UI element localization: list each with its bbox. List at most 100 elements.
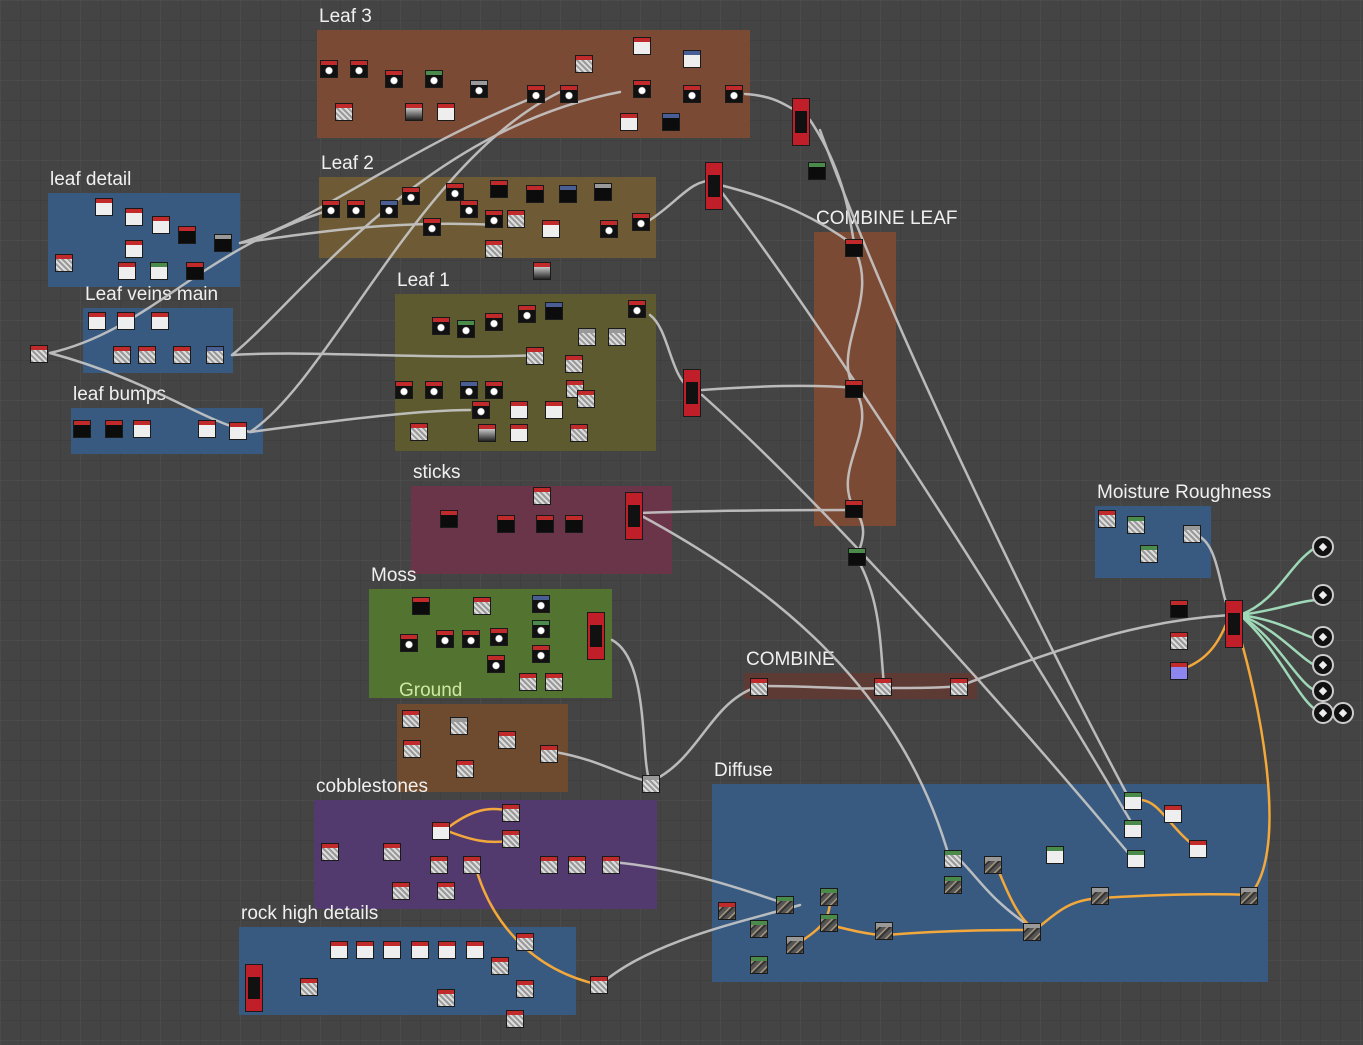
graph-node[interactable] bbox=[229, 422, 247, 440]
graph-node[interactable] bbox=[683, 369, 701, 417]
graph-node[interactable] bbox=[400, 634, 418, 652]
graph-node[interactable] bbox=[1170, 632, 1188, 650]
graph-node[interactable] bbox=[540, 856, 558, 874]
graph-node[interactable] bbox=[984, 856, 1002, 874]
graph-node[interactable] bbox=[1189, 840, 1207, 858]
graph-node[interactable] bbox=[95, 198, 113, 216]
graph-node[interactable] bbox=[117, 312, 135, 330]
graph-node[interactable] bbox=[478, 424, 496, 442]
graph-node[interactable] bbox=[1225, 600, 1243, 648]
output-node-icon[interactable]: ◆ bbox=[1332, 702, 1354, 724]
graph-node[interactable] bbox=[575, 55, 593, 73]
graph-node[interactable] bbox=[436, 630, 454, 648]
graph-node[interactable] bbox=[383, 941, 401, 959]
graph-node[interactable] bbox=[532, 645, 550, 663]
graph-node[interactable] bbox=[463, 856, 481, 874]
graph-node[interactable] bbox=[1170, 662, 1188, 680]
graph-node[interactable] bbox=[491, 957, 509, 975]
graph-node[interactable] bbox=[875, 922, 893, 940]
graph-node[interactable] bbox=[507, 210, 525, 228]
graph-node[interactable] bbox=[518, 305, 536, 323]
frame-cobblestones[interactable]: cobblestones bbox=[314, 776, 657, 909]
graph-node[interactable] bbox=[542, 220, 560, 238]
graph-node[interactable] bbox=[944, 876, 962, 894]
graph-node[interactable] bbox=[533, 262, 551, 280]
graph-node[interactable] bbox=[430, 856, 448, 874]
graph-node[interactable] bbox=[1170, 600, 1188, 618]
graph-node[interactable] bbox=[470, 80, 488, 98]
graph-node[interactable] bbox=[425, 70, 443, 88]
graph-node[interactable] bbox=[683, 85, 701, 103]
graph-node[interactable] bbox=[403, 740, 421, 758]
graph-node[interactable] bbox=[750, 920, 768, 938]
graph-node[interactable] bbox=[510, 424, 528, 442]
output-node-icon[interactable]: ◆ bbox=[1312, 536, 1334, 558]
graph-node[interactable] bbox=[1023, 923, 1041, 941]
frame-ground[interactable]: Ground bbox=[397, 680, 568, 792]
graph-node[interactable] bbox=[944, 850, 962, 868]
graph-node[interactable] bbox=[432, 317, 450, 335]
graph-node[interactable] bbox=[632, 213, 650, 231]
graph-node[interactable] bbox=[587, 612, 605, 660]
graph-node[interactable] bbox=[516, 933, 534, 951]
graph-node[interactable] bbox=[510, 401, 528, 419]
graph-node[interactable] bbox=[565, 355, 583, 373]
graph-node[interactable] bbox=[438, 941, 456, 959]
graph-node[interactable] bbox=[446, 183, 464, 201]
graph-node[interactable] bbox=[559, 185, 577, 203]
graph-node[interactable] bbox=[395, 381, 413, 399]
graph-node[interactable] bbox=[380, 200, 398, 218]
graph-node[interactable] bbox=[356, 941, 374, 959]
graph-node[interactable] bbox=[536, 515, 554, 533]
graph-node[interactable] bbox=[485, 381, 503, 399]
graph-node[interactable] bbox=[560, 85, 578, 103]
graph-node[interactable] bbox=[1127, 516, 1145, 534]
graph-node[interactable] bbox=[73, 420, 91, 438]
graph-node[interactable] bbox=[125, 240, 143, 258]
graph-node[interactable] bbox=[502, 830, 520, 848]
graph-node[interactable] bbox=[125, 208, 143, 226]
graph-node[interactable] bbox=[335, 103, 353, 121]
graph-node[interactable] bbox=[642, 775, 660, 793]
graph-node[interactable] bbox=[322, 200, 340, 218]
graph-node[interactable] bbox=[1127, 850, 1145, 868]
graph-node[interactable] bbox=[1240, 887, 1258, 905]
graph-node[interactable] bbox=[457, 320, 475, 338]
graph-node[interactable] bbox=[432, 822, 450, 840]
graph-node[interactable] bbox=[330, 941, 348, 959]
output-node-icon[interactable]: ◆ bbox=[1312, 584, 1334, 606]
output-node-icon[interactable]: ◆ bbox=[1312, 680, 1334, 702]
graph-node[interactable] bbox=[485, 210, 503, 228]
graph-node[interactable] bbox=[88, 312, 106, 330]
graph-node[interactable] bbox=[1164, 805, 1182, 823]
graph-node[interactable] bbox=[472, 401, 490, 419]
graph-node[interactable] bbox=[173, 346, 191, 364]
graph-node[interactable] bbox=[1091, 887, 1109, 905]
graph-node[interactable] bbox=[705, 162, 723, 210]
graph-node[interactable] bbox=[437, 882, 455, 900]
graph-node[interactable] bbox=[178, 226, 196, 244]
graph-node[interactable] bbox=[750, 678, 768, 696]
graph-node[interactable] bbox=[113, 346, 131, 364]
graph-node[interactable] bbox=[485, 313, 503, 331]
graph-node[interactable] bbox=[845, 239, 863, 257]
graph-node[interactable] bbox=[602, 856, 620, 874]
output-node-icon[interactable]: ◆ bbox=[1312, 702, 1334, 724]
graph-node[interactable] bbox=[1183, 525, 1201, 543]
graph-node[interactable] bbox=[473, 597, 491, 615]
graph-node[interactable] bbox=[392, 882, 410, 900]
graph-node[interactable] bbox=[350, 60, 368, 78]
graph-node[interactable] bbox=[485, 240, 503, 258]
graph-node[interactable] bbox=[1098, 510, 1116, 528]
graph-node[interactable] bbox=[1124, 820, 1142, 838]
graph-node[interactable] bbox=[460, 381, 478, 399]
graph-node[interactable] bbox=[594, 183, 612, 201]
graph-node[interactable] bbox=[608, 328, 626, 346]
graph-node[interactable] bbox=[950, 678, 968, 696]
graph-node[interactable] bbox=[786, 936, 804, 954]
graph-node[interactable] bbox=[633, 80, 651, 98]
graph-node[interactable] bbox=[487, 655, 505, 673]
graph-node[interactable] bbox=[577, 390, 595, 408]
output-node-icon[interactable]: ◆ bbox=[1312, 654, 1334, 676]
